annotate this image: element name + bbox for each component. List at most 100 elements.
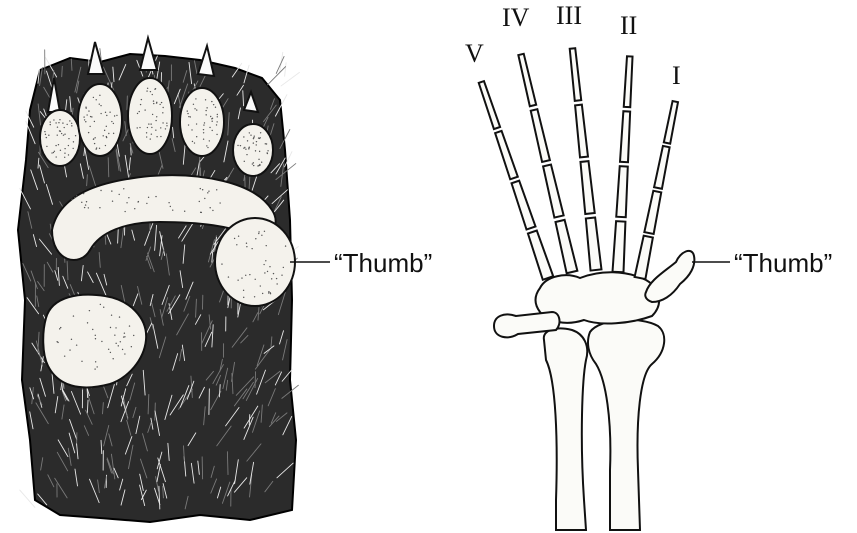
stipple-dot [283,267,284,268]
stipple-dot [243,290,244,291]
stipple-dot [89,126,90,127]
stipple-dot [105,112,106,113]
stipple-dot [148,123,149,124]
stipple-dot [212,210,213,211]
stipple-dot [237,279,238,280]
stipple-dot [48,135,49,136]
stipple-dot [264,231,265,232]
stipple-dot [155,129,156,130]
stipple-dot [104,130,105,131]
stipple-dot [228,276,229,277]
stipple-dot [162,107,163,108]
stipple-dot [112,358,113,359]
stipple-dot [139,111,140,112]
phalanx [616,166,628,217]
phalanx [644,191,661,234]
stipple-dot [217,116,218,117]
stipple-dot [253,138,254,139]
stipple-dot [144,109,145,110]
stipple-dot [76,195,77,196]
stipple-dot [271,278,272,279]
stipple-dot [93,139,94,140]
stipple-dot [207,147,208,148]
stipple-dot [270,293,271,294]
stipple-dot [268,292,269,293]
stipple-dot [109,111,110,112]
stipple-dot [71,199,72,200]
stipple-dot [250,135,251,136]
stipple-dot [85,204,86,205]
fur-stroke [108,158,109,177]
stipple-dot [90,116,91,117]
stipple-dot [264,272,265,273]
stipple-dot [115,343,116,344]
stipple-dot [204,198,205,199]
stipple-dot [137,113,138,114]
stipple-dot [99,103,100,104]
stipple-dot [131,346,132,347]
stipple-dot [268,291,269,292]
stipple-dot [209,127,210,128]
stipple-dot [152,114,153,115]
fur-stroke [62,66,63,76]
stipple-dot [60,327,61,328]
stipple-dot [146,136,147,137]
stipple-dot [260,137,261,138]
stipple-dot [207,192,208,193]
phalanx [635,236,653,279]
stipple-dot [141,99,142,100]
stipple-dot [116,115,117,116]
radius-bone [588,320,664,530]
stipple-dot [165,128,166,129]
digit-label-i: I [672,61,681,90]
stipple-dot [110,327,111,328]
stipple-dot [68,145,69,146]
stipple-dot [184,211,185,212]
stipple-dot [162,122,163,123]
stipple-dot [253,162,254,163]
stipple-dot [106,126,107,127]
stipple-dot [58,122,59,123]
stipple-dot [151,133,152,134]
stipple-dot [113,133,114,134]
stipple-dot [209,207,210,208]
stipple-dot [234,238,235,239]
stipple-dot [124,336,125,337]
stipple-dot [95,335,96,336]
stipple-dot [95,338,96,339]
phalanx [664,101,678,144]
stipple-dot [64,148,65,149]
stipple-dot [146,132,147,133]
stipple-dot [256,141,257,142]
phalanx [512,181,536,230]
stipple-dot [261,162,262,163]
stipple-dot [276,283,277,284]
left-thumb-callout: “Thumb” [334,248,432,278]
stipple-dot [217,114,218,115]
stipple-dot [196,123,197,124]
stipple-dot [103,135,104,136]
stipple-dot [57,134,58,135]
stipple-dot [156,102,157,103]
stipple-dot [246,246,247,247]
stipple-dot [249,132,250,133]
stipple-dot [64,127,65,128]
stipple-dot [216,189,217,190]
stipple-dot [159,104,160,105]
stipple-dot [245,275,246,276]
stipple-dot [100,113,101,114]
stipple-dot [240,145,241,146]
stipple-dot [258,233,259,234]
fur-stroke [20,490,35,507]
stipple-dot [59,130,60,131]
stipple-dot [99,95,100,96]
stipple-dot [64,152,65,153]
stipple-dot [273,273,274,274]
stipple-dot [103,307,104,308]
stipple-dot [248,147,249,148]
stipple-dot [265,260,266,261]
stipple-dot [156,116,157,117]
stipple-dot [249,274,250,275]
stipple-dot [94,368,95,369]
stipple-dot [191,129,192,130]
